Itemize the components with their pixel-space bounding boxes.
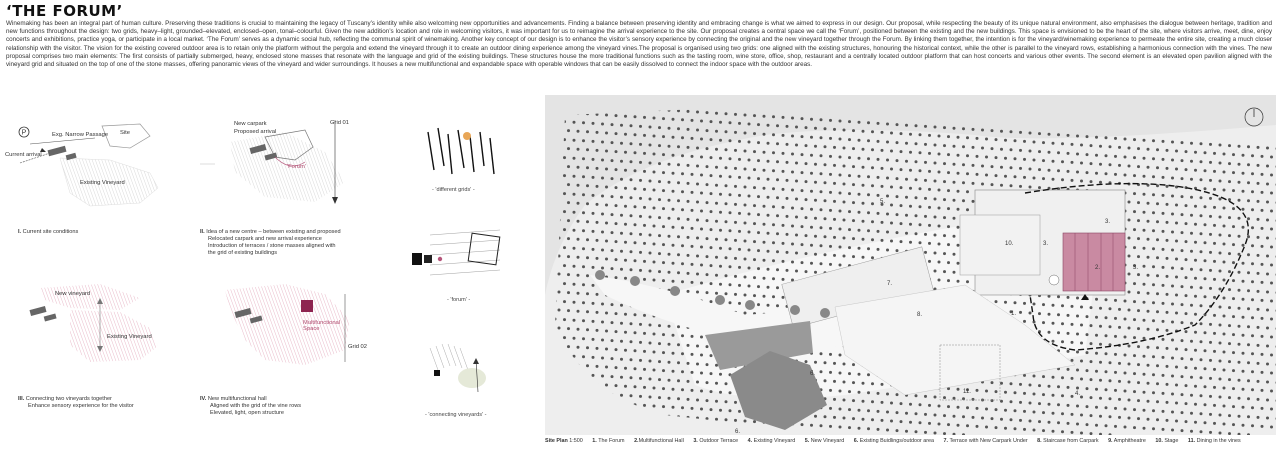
sketch-caption-grids: - 'different grids' - — [432, 187, 475, 193]
existing-vineyard-label: Existing Vineyard — [80, 180, 125, 186]
site-num-6b: 6. — [735, 429, 740, 435]
site-num-1: 1. — [1011, 311, 1016, 317]
caption-iii: III. Connecting two vineyards together E… — [18, 396, 134, 409]
grid-01-label: Grid 01 — [330, 120, 350, 126]
multifunctional-space-label: Multifunctional Space — [303, 320, 341, 332]
forum-label: 'Forum' — [287, 164, 306, 170]
caption-i: I. Current site conditions — [18, 229, 79, 235]
site-num-4: 4. — [1075, 391, 1080, 397]
site-num-11: 11. — [963, 389, 971, 395]
new-carpark-label: New carpark — [234, 121, 267, 127]
intro-text: Winemaking has been an integral part of … — [6, 20, 1272, 69]
diagram-multifunctional-hall — [225, 284, 350, 365]
caption-iv: IV. New multifunctional hall Aligned wit… — [200, 396, 302, 416]
grid-02-label: Grid 02 — [348, 344, 368, 350]
new-vineyard-label: New vineyard — [55, 291, 91, 297]
diagram-new-centre — [200, 120, 345, 204]
site-plan-legend: Site Plan 1:500 1. The Forum 2.Multifunc… — [545, 438, 1241, 444]
sketch-connecting-vineyards — [429, 343, 486, 393]
site-num-10: 10. — [1005, 241, 1014, 247]
caption-ii: II. Idea of a new centre – between exist… — [200, 229, 341, 256]
arrival-label: Current arrival — [5, 152, 42, 158]
site-num-5: 5. — [880, 199, 885, 205]
proposed-arrival-label: Proposed arrival — [234, 129, 277, 135]
parking-symbol: P — [22, 130, 27, 137]
site-num-3a: 3. — [1043, 241, 1048, 247]
diagram-connecting-vineyards — [29, 284, 158, 362]
site-num-3b: 3. — [1133, 265, 1138, 271]
site-num-6a: 6. — [810, 371, 815, 377]
sketch-caption-connecting: - 'connecting vineyards' - — [425, 412, 487, 418]
site-label: Site — [120, 130, 130, 136]
site-num-2: 2. — [1095, 265, 1100, 271]
passage-label: Exg. Narrow Passage — [52, 132, 109, 138]
site-num-8: 8. — [917, 312, 922, 318]
existing-vineyard-label-2: Existing Vineyard — [107, 334, 152, 340]
site-plan: 1. 2. 3. 3. 3. 4. 5. 6. 6. 7. 8. 10. 11. — [545, 95, 1276, 435]
site-num-3c: 3. — [1105, 219, 1110, 225]
sketch-caption-forum: - 'forum' - — [447, 297, 471, 303]
multifunctional-hall — [1062, 232, 1126, 292]
sketch-forum — [412, 229, 501, 276]
site-num-7: 7. — [887, 281, 892, 287]
page-title: ‘THE FORUM’ — [6, 2, 123, 20]
diagram-current-site — [19, 123, 159, 207]
parking-icon: P — [18, 126, 30, 138]
sketch-different-grids — [427, 127, 495, 175]
